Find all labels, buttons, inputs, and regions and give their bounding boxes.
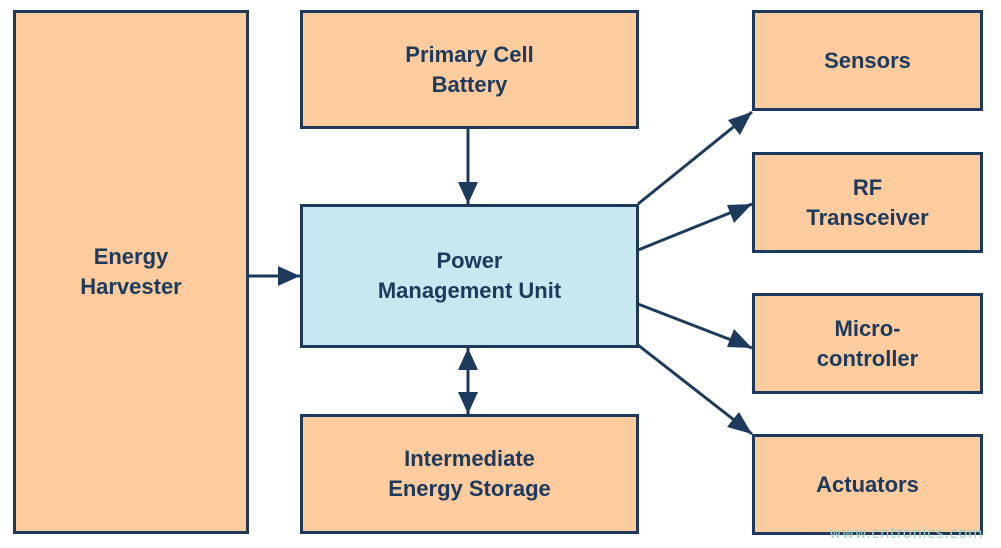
- watermark-text: www.cntronics.com: [829, 524, 983, 542]
- microcontroller-label: Micro- controller: [816, 315, 919, 371]
- actuators-block: Actuators: [752, 434, 983, 535]
- rf-transceiver-label: RF Transceiver: [806, 174, 929, 230]
- energy-harvester-label: Energy Harvester: [80, 244, 182, 299]
- primary-cell-battery-label: Primary Cell Battery: [405, 41, 534, 97]
- arrowhead-sensors: [728, 112, 752, 135]
- rf-transceiver-block: RF Transceiver: [752, 152, 983, 253]
- power-management-unit-block: Power Management Unit: [300, 204, 639, 348]
- arrow-pmu-to-sensors: [637, 110, 753, 206]
- intermediate-energy-storage-block: Intermediate Energy Storage: [300, 414, 639, 534]
- sensors-label: Sensors: [824, 47, 911, 73]
- intermediate-energy-storage-label: Intermediate Energy Storage: [388, 446, 551, 501]
- arrowhead-mcu: [727, 329, 752, 348]
- actuators-label: Actuators: [816, 471, 919, 497]
- arrowhead-actuators: [727, 412, 752, 434]
- sensors-block: Sensors: [752, 10, 983, 111]
- arrow-pmu-to-actuators: [637, 343, 753, 436]
- arrowhead-storage-up: [458, 348, 478, 370]
- energy-harvester-block: Energy Harvester: [13, 10, 249, 534]
- arrowhead-storage-down: [458, 392, 478, 414]
- arrowhead-battery-pmu: [458, 182, 478, 204]
- arrowhead-rf: [727, 204, 752, 223]
- power-management-unit-label: Power Management Unit: [377, 248, 562, 303]
- arrowhead-harvester-pmu: [278, 266, 300, 286]
- primary-cell-battery-block: Primary Cell Battery: [300, 10, 639, 129]
- microcontroller-block: Micro- controller: [752, 293, 983, 394]
